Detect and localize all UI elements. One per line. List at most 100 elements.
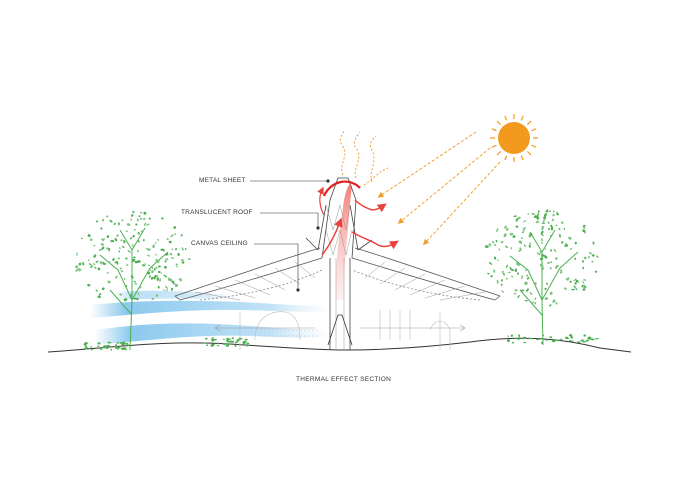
leaf xyxy=(137,231,141,235)
leaf xyxy=(120,239,123,242)
leaf xyxy=(181,258,184,262)
leaf xyxy=(520,289,525,292)
leaf xyxy=(504,225,507,229)
leaf xyxy=(133,256,136,259)
leaf xyxy=(549,291,553,295)
leaf xyxy=(536,215,540,220)
leaf xyxy=(144,222,147,226)
shrub-leaf xyxy=(202,342,207,344)
shrub-leaf xyxy=(114,345,118,349)
leaf xyxy=(581,284,584,288)
shrub-leaf xyxy=(216,345,220,347)
leaf xyxy=(121,219,124,222)
leaf xyxy=(493,244,497,247)
leaf xyxy=(145,223,150,226)
leaf xyxy=(592,241,595,245)
metal-sheet-cap xyxy=(322,180,361,197)
leaf xyxy=(132,234,135,238)
leaf xyxy=(165,285,168,289)
leaf xyxy=(500,241,504,244)
shrub-leaf xyxy=(536,338,540,341)
leaf xyxy=(523,220,527,223)
leaf xyxy=(148,264,150,266)
leaf xyxy=(583,256,587,260)
shrub-leaf xyxy=(223,343,226,345)
leaf xyxy=(157,260,160,264)
leaf xyxy=(94,266,97,269)
leaf xyxy=(534,282,537,286)
leaf xyxy=(123,298,128,302)
leaf xyxy=(552,213,555,217)
leaf xyxy=(511,275,513,278)
leaf xyxy=(565,278,569,281)
leaf xyxy=(517,294,520,299)
shrub-leaf xyxy=(238,337,243,340)
leaf xyxy=(106,235,110,238)
leaf xyxy=(587,255,590,259)
leaf xyxy=(517,216,521,220)
leaf xyxy=(533,215,538,219)
leaf xyxy=(136,250,140,253)
leaf xyxy=(171,257,174,259)
leaf xyxy=(518,240,523,244)
shrub-leaf xyxy=(225,343,230,345)
leaf xyxy=(106,215,109,218)
leaf xyxy=(114,237,118,242)
leaf xyxy=(171,248,174,251)
leaf xyxy=(100,227,103,230)
shrub-leaf xyxy=(507,341,510,342)
sun-ray xyxy=(526,150,532,156)
leaf xyxy=(514,289,518,292)
shrub-leaf xyxy=(583,334,586,337)
leaf xyxy=(147,248,151,251)
sun-ray xyxy=(526,120,532,126)
leaf xyxy=(555,224,558,227)
leaf xyxy=(89,238,93,241)
leaf xyxy=(545,210,549,213)
shrub-leaf xyxy=(84,342,88,345)
leaf xyxy=(97,267,101,271)
leaf xyxy=(133,228,136,231)
sun-ray xyxy=(504,115,508,121)
leaf xyxy=(141,264,146,267)
leaf xyxy=(493,256,497,260)
leaf xyxy=(569,238,572,241)
diagram-caption: THERMAL EFFECT SECTION xyxy=(296,376,392,383)
leaf xyxy=(95,260,99,263)
leaf xyxy=(93,244,96,247)
leaf xyxy=(539,252,541,256)
leaf xyxy=(106,247,110,250)
leaf xyxy=(155,254,157,256)
leaf xyxy=(536,252,539,255)
shrub-leaf xyxy=(217,342,219,345)
shrub-leaf xyxy=(122,347,127,349)
leaf xyxy=(175,263,178,266)
shrub-leaf xyxy=(570,337,574,339)
leaf xyxy=(555,301,558,305)
leaf xyxy=(534,301,537,305)
leaf xyxy=(117,222,121,226)
sun-ray xyxy=(531,128,537,132)
shrub-leaf xyxy=(99,347,103,349)
leaf xyxy=(110,239,115,243)
leaf xyxy=(168,278,173,282)
leaf xyxy=(574,282,577,285)
leaf xyxy=(539,257,544,261)
leaf xyxy=(82,261,84,265)
leaf xyxy=(119,267,123,270)
leaf xyxy=(519,247,522,250)
leaf xyxy=(563,227,566,230)
shrub-leaf xyxy=(517,338,520,341)
leaf xyxy=(493,269,496,273)
leaf xyxy=(592,254,595,257)
shrub-leaf xyxy=(127,344,130,346)
leaf xyxy=(564,244,569,247)
leaf xyxy=(151,266,154,270)
leaf xyxy=(539,263,544,267)
leaf xyxy=(518,249,522,252)
leaf xyxy=(93,254,97,258)
leaf xyxy=(131,214,134,217)
shrub-leaf xyxy=(236,339,240,342)
